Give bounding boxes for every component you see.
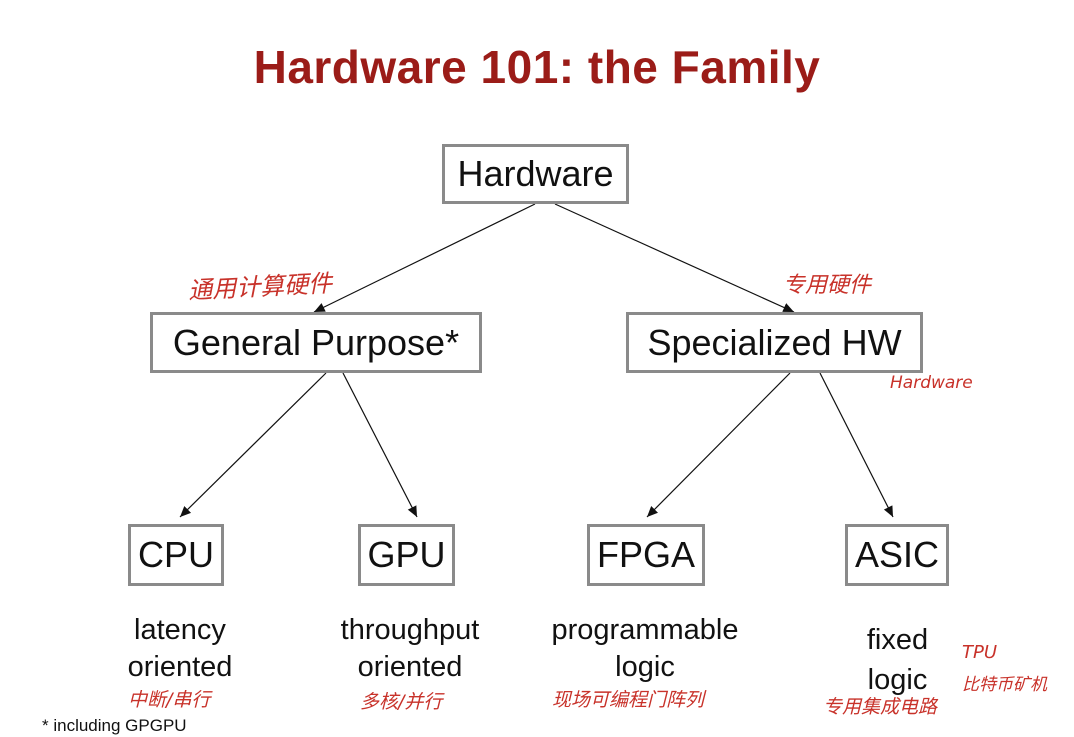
annotation-fpga: 现场可编程门阵列	[552, 689, 705, 711]
edge-general-cpu	[179, 372, 327, 518]
desc-asic: fixed logic	[866, 624, 929, 696]
desc-cpu: latency oriented	[127, 614, 233, 683]
annotation-tpu: TPU	[962, 642, 998, 663]
edge-general-gpu	[342, 372, 418, 518]
annotation-hardware: Hardware	[890, 373, 973, 393]
annotation-gpu: 多核/并行	[360, 691, 443, 713]
edge-root-general	[313, 203, 536, 313]
node-fpga: FPGA	[587, 524, 705, 586]
node-hardware: Hardware	[442, 144, 629, 204]
annotation-specialized: 专用硬件	[783, 273, 872, 298]
node-cpu: CPU	[128, 524, 224, 586]
slide-title: Hardware 101: the Family	[253, 41, 821, 93]
node-asic: ASIC	[845, 524, 949, 586]
edge-specialized-fpga	[646, 372, 791, 518]
desc-gpu: throughput oriented	[340, 614, 480, 683]
annotation-cpu: 中断/串行	[128, 689, 211, 711]
node-specialized-hw: Specialized HW	[626, 312, 923, 373]
footnote: * including GPGPU	[42, 716, 187, 735]
annotation-asic: 专用集成电路	[823, 696, 938, 718]
edge-specialized-asic	[819, 372, 894, 518]
node-general-purpose: General Purpose*	[150, 312, 482, 373]
annotation-tpu-sub: 比特币矿机	[962, 675, 1047, 695]
desc-fpga: programmable logic	[551, 614, 739, 683]
edge-root-specialized	[554, 203, 795, 313]
node-gpu: GPU	[358, 524, 455, 586]
